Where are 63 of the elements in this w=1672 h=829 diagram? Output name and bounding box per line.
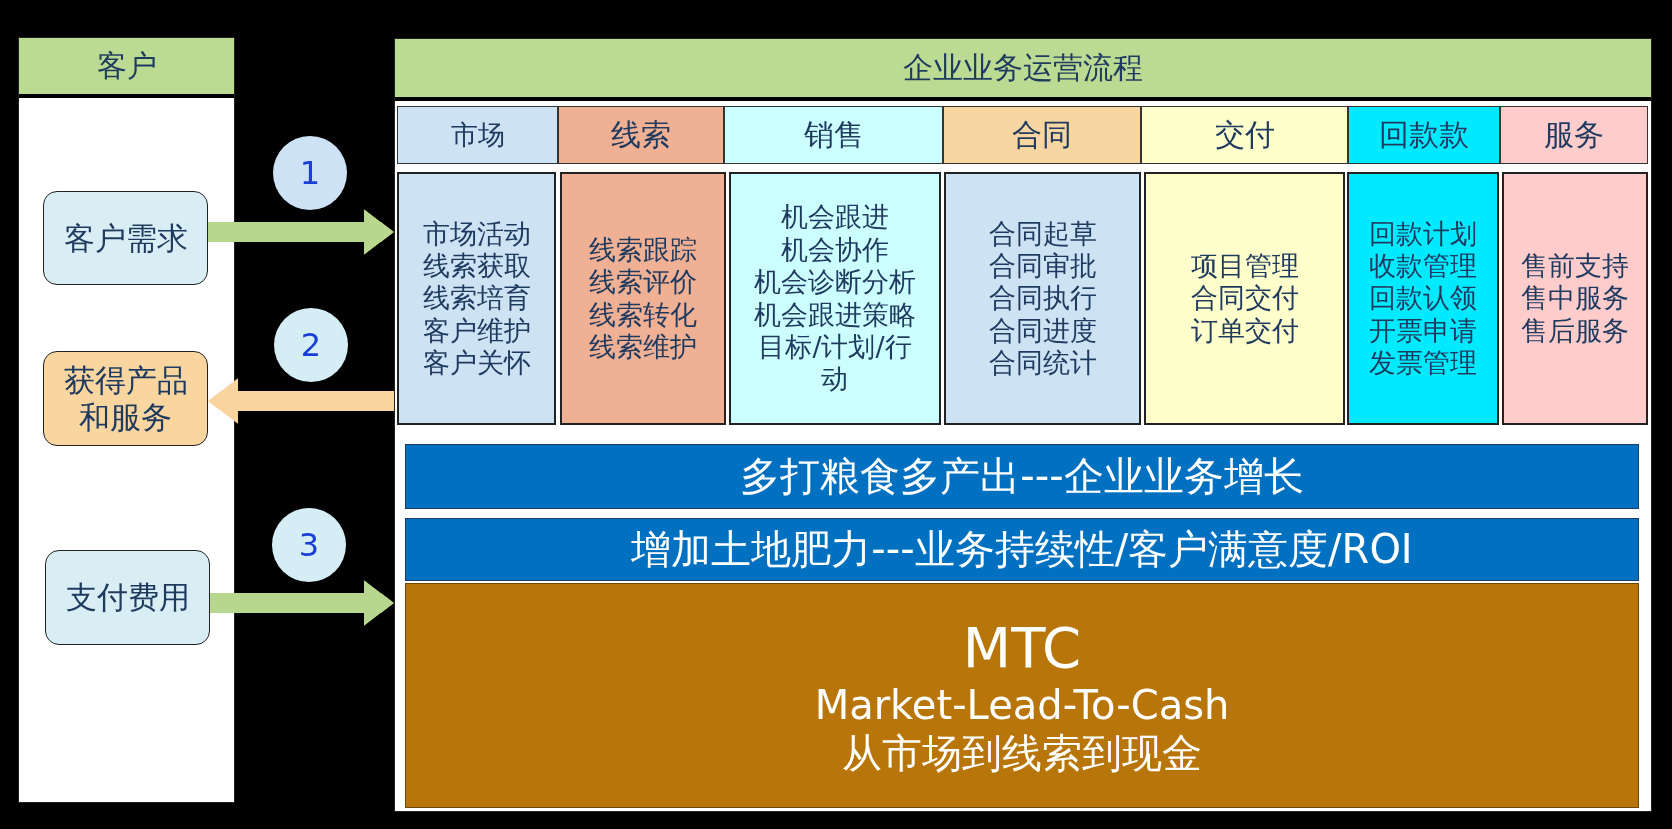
task-text: 回款计划: [1369, 217, 1477, 250]
task-list-box: [560, 172, 726, 425]
column-header: 合同: [943, 106, 1141, 164]
task-text: 回款认领: [1369, 282, 1477, 315]
task-text: 线索评价: [589, 266, 697, 299]
task-text: 机会跟进: [781, 201, 889, 234]
task-text: 线索跟踪: [589, 233, 697, 267]
task-text: 合同交付: [1190, 282, 1299, 315]
banner-bar: 多打粮食多产出---企业业务增长: [405, 444, 1639, 509]
number-circle: 1: [273, 136, 347, 210]
column-header: 销售: [724, 106, 943, 164]
column-header: 市场: [397, 106, 558, 164]
column-header: 服务: [1500, 106, 1648, 164]
task-text: 合同进度: [988, 314, 1097, 348]
task-list-box: [1144, 172, 1345, 425]
column-header: 线索: [558, 106, 724, 164]
task-text: 开票申请: [1369, 314, 1477, 348]
lane-panel: [394, 38, 1652, 812]
block-arrow: [208, 209, 394, 255]
task-text: 合同执行: [988, 282, 1097, 315]
number-circle: 2: [274, 308, 348, 382]
column-header: 交付: [1141, 106, 1348, 164]
task-text: 机会协作: [781, 233, 889, 267]
task-text: 订单交付: [1190, 314, 1299, 348]
process-box: 客户需求: [43, 191, 208, 285]
task-text: 收款管理: [1369, 249, 1477, 283]
task-list-box: [397, 172, 556, 425]
subtitle-text: Market-Lead-To-Cash: [814, 681, 1230, 730]
lane-panel: [18, 37, 235, 803]
task-text: 售后服务: [1521, 314, 1629, 348]
task-text: 售中服务: [1521, 282, 1629, 315]
task-text: 机会跟进策略: [754, 298, 916, 331]
summary-panel: [405, 583, 1639, 808]
task-list-box: [1502, 172, 1648, 425]
task-text: 线索维护: [589, 330, 697, 364]
task-text: 线索转化: [589, 298, 697, 331]
task-text: 市场活动: [422, 217, 531, 250]
task-text: 合同统计: [988, 347, 1097, 380]
block-arrow: [210, 580, 394, 626]
task-list-box: [1347, 172, 1499, 425]
task-text: 项目管理: [1190, 249, 1299, 283]
task-text: 发票管理: [1369, 347, 1477, 380]
number-circle: 3: [272, 508, 346, 582]
column-header: 回款款: [1348, 106, 1500, 164]
task-text: 机会诊断分析: [754, 266, 916, 299]
process-box: 支付费用: [45, 550, 210, 645]
task-text: 客户维护: [422, 314, 531, 348]
process-box: 获得产品和服务: [43, 351, 208, 446]
lane-header: 企业业务运营流程: [395, 39, 1651, 101]
task-text: 线索培育: [422, 282, 531, 315]
title-text: MTC: [962, 613, 1082, 682]
block-arrow: [208, 378, 394, 424]
task-text: 线索获取: [422, 249, 531, 283]
task-text: 合同起草: [988, 217, 1097, 250]
task-text: 目标/计划/行动: [757, 330, 913, 396]
task-text: 客户关怀: [422, 347, 531, 380]
task-text: 售前支持: [1521, 249, 1629, 283]
task-list-box: [944, 172, 1141, 425]
task-list-box: [729, 172, 941, 425]
lane-header: 客户: [19, 38, 234, 98]
subtitle-text: 从市场到线索到现金: [842, 729, 1202, 778]
task-text: 合同审批: [988, 249, 1097, 283]
banner-bar: 增加土地肥力---业务持续性/客户满意度/ROI: [405, 518, 1639, 581]
